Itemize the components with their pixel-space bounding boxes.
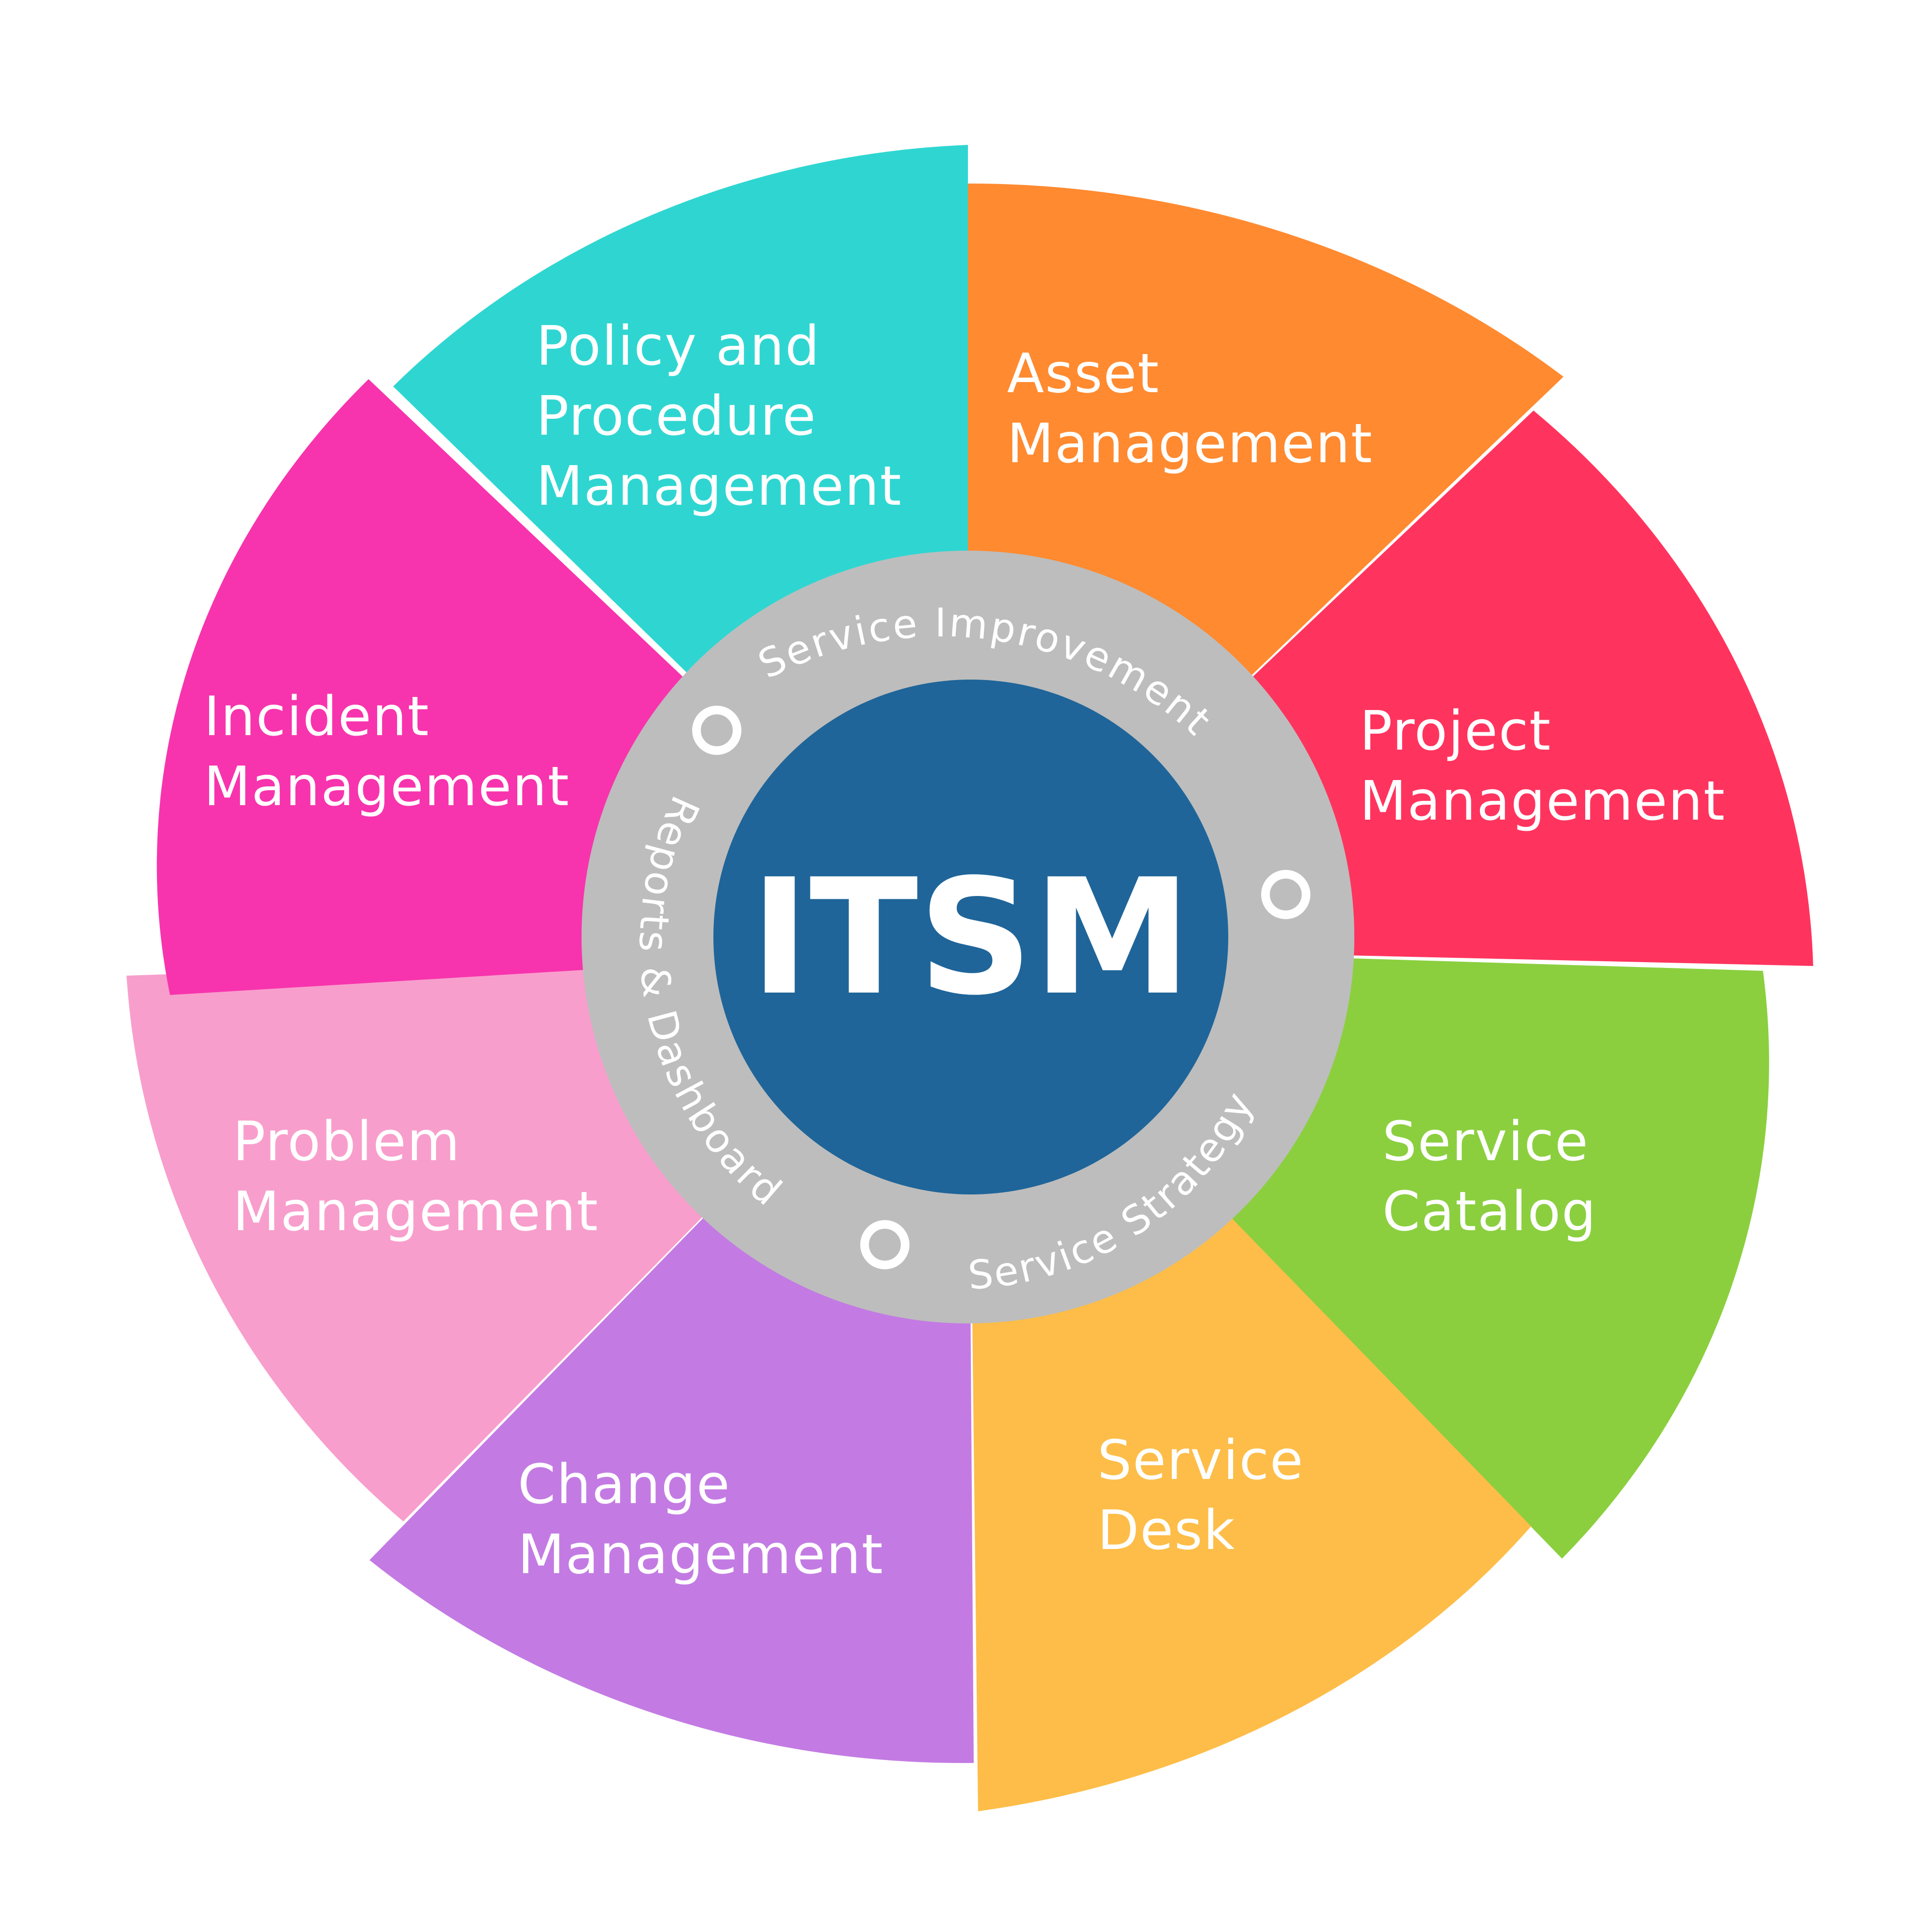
ring-dot-icon xyxy=(860,1220,909,1269)
label-policy: Policy and Procedure Management xyxy=(536,315,902,518)
label-asset: Asset Management xyxy=(1007,342,1373,475)
ring-dot-icon xyxy=(1261,870,1310,919)
label-change: Change Management xyxy=(518,1453,884,1586)
center-title: ITSM xyxy=(750,845,1192,1030)
segment-labels: Policy and Procedure Management Asset Ma… xyxy=(204,315,1726,1586)
label-catalog: Service Catalog xyxy=(1382,1110,1607,1243)
label-project: Project Management xyxy=(1360,700,1726,833)
label-problem: Problem Management xyxy=(233,1110,599,1243)
ring-dot-icon xyxy=(692,706,741,755)
label-incident: Incident Management xyxy=(204,685,570,818)
label-desk: Service Desk xyxy=(1097,1429,1322,1562)
center-circle xyxy=(713,680,1228,1194)
ring-dots xyxy=(692,706,1310,1269)
